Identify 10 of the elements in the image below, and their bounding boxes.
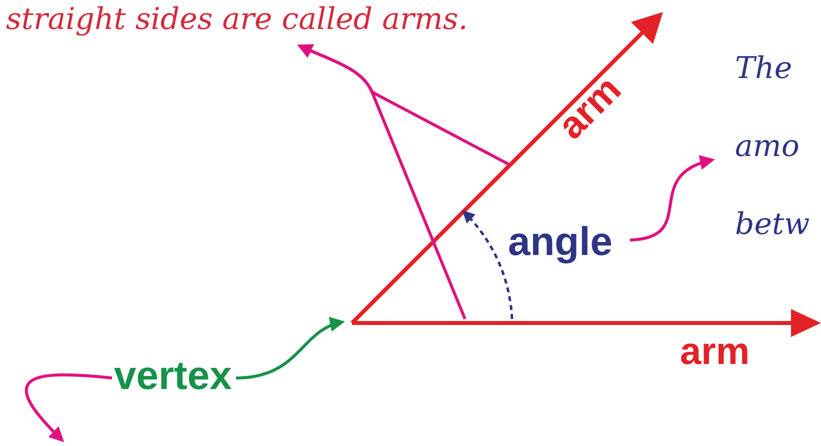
curved-arrow bbox=[630, 156, 715, 242]
curved-arrow bbox=[297, 44, 511, 166]
angle-label: angle bbox=[508, 218, 612, 266]
handwritten-note: straight sides are called arms. bbox=[6, 0, 468, 40]
curved-arrow bbox=[25, 373, 112, 442]
vertex-label: vertex bbox=[114, 352, 232, 400]
curved-arrow bbox=[236, 318, 345, 380]
handwritten-note: The amo betw bbox=[735, 30, 819, 264]
arm-label: arm bbox=[550, 68, 630, 148]
arm-label: arm bbox=[680, 330, 750, 374]
